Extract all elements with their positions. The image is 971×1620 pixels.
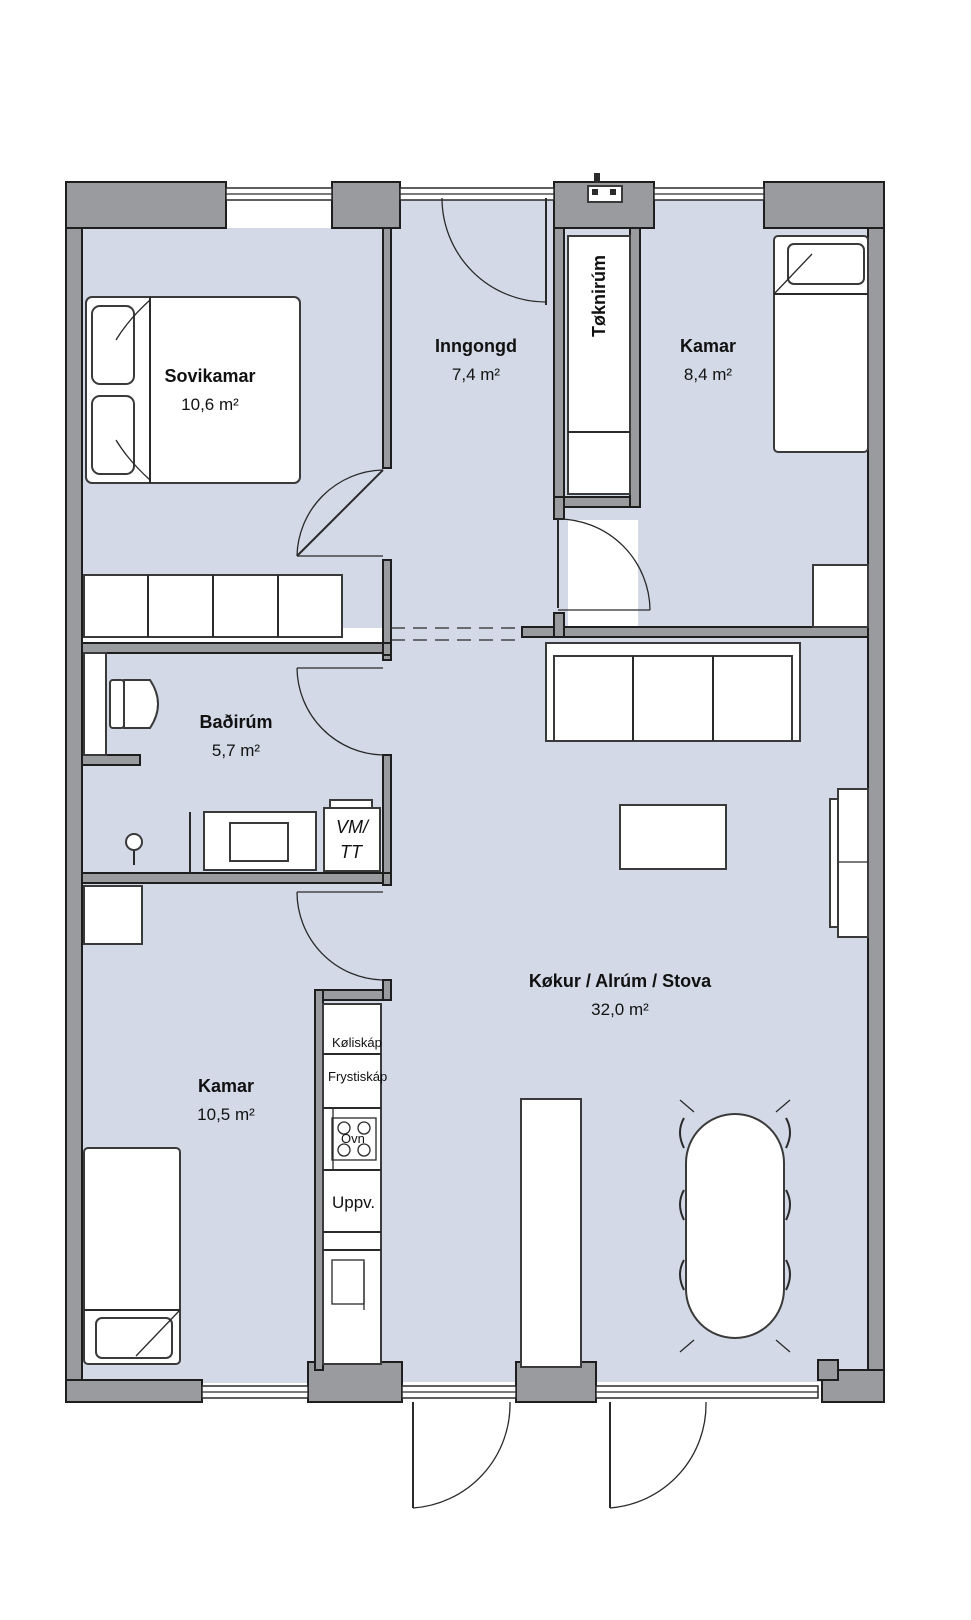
room-name-kamar-top: Kamar (680, 336, 736, 356)
wall-inngongd-stova-stub (521, 626, 559, 638)
vm-label-2: TT (340, 842, 364, 862)
bath-sink (203, 811, 317, 871)
vm-label-1: VM/ (336, 817, 370, 837)
uppv-label: Uppv. (332, 1193, 375, 1212)
wall-badirum-partition (81, 754, 141, 766)
room-name-badirum: Baðirúm (199, 712, 272, 732)
room-area-inngongd: 7,4 m² (452, 365, 501, 384)
outer-wall-bottom-segment-1 (65, 1379, 203, 1403)
room-labels: Sovikamar 10,6 m² Inngongd 7,4 m² Tøknir… (164, 255, 736, 1124)
shower-fixture (125, 833, 143, 865)
room-name-stova: Køkur / Alrúm / Stova (529, 971, 712, 991)
wardrobe-sovikamar (83, 574, 343, 638)
wall-kamar-stova (563, 626, 869, 638)
room-area-kamar-top: 8,4 m² (684, 365, 733, 384)
wall-kamar-kitchen-upper (382, 872, 392, 886)
wall-toknirum-stub (553, 496, 565, 520)
dining-table (679, 1099, 791, 1353)
frystiskap-label: Frystiskáp (328, 1069, 387, 1084)
washer-dryer: VM/ TT (323, 799, 381, 872)
toknirum-cabinet (567, 235, 631, 495)
floor-inngongd (383, 197, 568, 637)
wall-inngongd-stova-post (553, 612, 565, 638)
ovn-label: Ovn (341, 1131, 365, 1146)
wall-badirum-kamar (81, 872, 392, 884)
outer-wall-left (65, 181, 83, 1403)
furniture: VM/ TT Køliskáp Fryst (83, 235, 869, 1368)
outer-wall-top-segment-1 (65, 181, 227, 229)
walls (65, 181, 885, 1403)
room-name-inngongd: Inngongd (435, 336, 517, 356)
sofa (545, 642, 801, 742)
outer-wall-top-pier-1 (331, 181, 401, 229)
coffee-table (619, 804, 727, 870)
wall-toknirum-left (553, 227, 565, 504)
outer-wall-right (867, 181, 885, 1403)
wall-sovikamar-badirum (81, 642, 392, 654)
room-name-kamar-bottom: Kamar (198, 1076, 254, 1096)
wall-sovikamar-inngongd-upper (382, 227, 392, 469)
wall-sovikamar-inngongd-lower (382, 559, 392, 661)
kitchen-island (520, 1098, 582, 1368)
bath-shelf (83, 652, 107, 756)
outer-wall-top-segment-2 (763, 181, 885, 229)
cabinet-kamar-top (812, 564, 869, 628)
room-area-badirum: 5,7 m² (212, 741, 261, 760)
room-area-sovikamar: 10,6 m² (181, 395, 239, 414)
room-name-toknirum: Tøknirúm (589, 255, 609, 337)
wall-kitchen-top (314, 989, 392, 1001)
shaft-detail (587, 173, 623, 203)
outer-wall-bottom-notch (817, 1359, 839, 1381)
toilet (109, 679, 159, 729)
windows (201, 187, 819, 1399)
kitchen-counter: Køliskáp Frystiskáp Ovn Uppv. (322, 1003, 387, 1365)
doors (296, 197, 707, 1509)
wall-kamar-kitchen-side (314, 989, 324, 1371)
single-bed-top (773, 235, 869, 453)
wall-badirum-right-lower (382, 754, 392, 886)
wall-toknirum-right (629, 227, 641, 508)
cabinet-kamar-bottom (83, 885, 143, 945)
wall-toknirum-bottom (553, 496, 639, 508)
room-area-stova: 32,0 m² (591, 1000, 649, 1019)
single-bed-bottom (83, 1147, 181, 1365)
wall-badirum-right-upper (382, 642, 392, 656)
koliskap-label: Køliskáp (332, 1035, 382, 1050)
wall-kitchen-corner (382, 979, 392, 1001)
room-area-kamar-bottom: 10,5 m² (197, 1105, 255, 1124)
room-name-sovikamar: Sovikamar (164, 366, 255, 386)
tv-unit (829, 788, 869, 938)
floor-stova (383, 637, 868, 1382)
double-bed (85, 296, 301, 484)
